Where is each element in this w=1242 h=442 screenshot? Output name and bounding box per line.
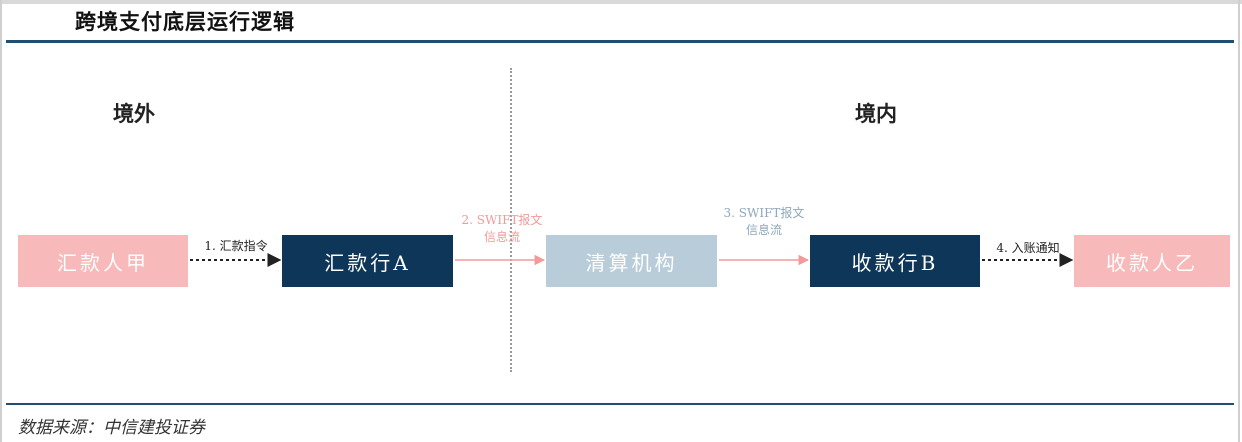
- step3-label: 3. SWIFT报文 信息流: [708, 205, 820, 239]
- region-label-domestic: 境内: [855, 101, 897, 126]
- node-remitter: 汇款人甲: [18, 235, 188, 287]
- page-title: 跨境支付底层运行逻辑: [75, 10, 295, 34]
- right-border: [1238, 0, 1240, 442]
- source-rule: [6, 403, 1234, 405]
- step2-line1: 2. SWIFT报文: [461, 213, 543, 227]
- left-border: [0, 0, 2, 442]
- step3-line2: 信息流: [745, 223, 782, 237]
- node-receiving-bank: 收款行B: [810, 235, 980, 287]
- border-divider: [510, 68, 512, 372]
- node-payee: 收款人乙: [1074, 235, 1230, 287]
- node-clearing-house: 清算机构: [546, 235, 717, 287]
- top-border: [0, 0, 1242, 4]
- step3-line1: 3. SWIFT报文: [723, 206, 805, 220]
- step2-label: 2. SWIFT报文 信息流: [446, 212, 558, 246]
- step2-line2: 信息流: [483, 230, 520, 244]
- step1-label: 1. 汇款指令: [204, 239, 268, 253]
- title-rule: [6, 40, 1234, 43]
- source-note: 数据来源：中信建投证券: [18, 418, 205, 438]
- region-label-overseas: 境外: [113, 101, 155, 126]
- step4-label: 4. 入账通知: [996, 241, 1060, 255]
- node-remitting-bank: 汇款行A: [282, 235, 453, 287]
